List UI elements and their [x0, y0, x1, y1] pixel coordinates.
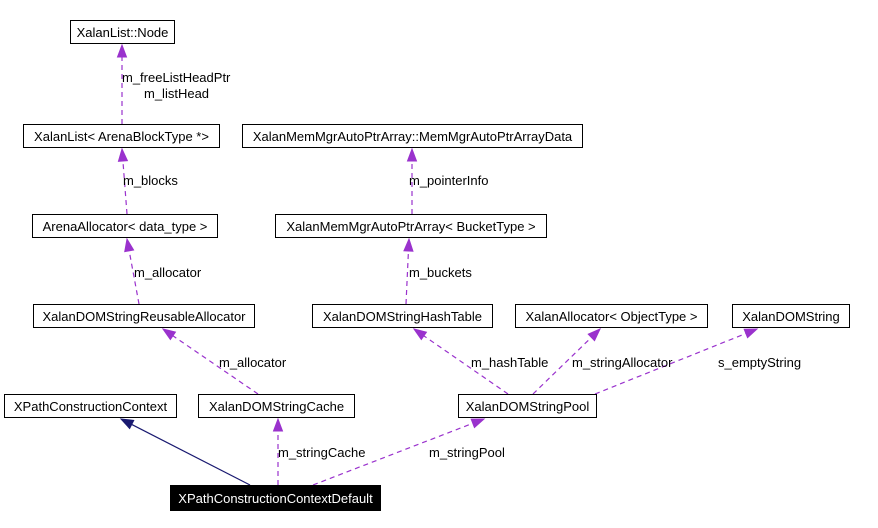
inheritance-edge-arrowhead	[119, 418, 135, 430]
class-node-memmgrautoptrarray[interactable]: XalanMemMgrAutoPtrArray< BucketType >	[275, 214, 547, 238]
usage-edge-arrowhead	[116, 43, 128, 58]
usage-edge-arrowhead	[117, 147, 129, 162]
usage-edge-arrowhead	[412, 328, 428, 341]
usage-edge	[532, 336, 592, 395]
usage-edge-arrowhead	[743, 328, 759, 339]
edge-label-m-allocator-cache: m_allocator	[219, 355, 287, 370]
edge-label-m-blocks: m_blocks	[123, 173, 178, 188]
usage-edge-arrowhead	[272, 417, 284, 432]
edge-label-m-hashtable: m_hashTable	[471, 355, 549, 370]
usage-edge-arrowhead	[161, 328, 177, 341]
class-node-xpathconstructioncontext[interactable]: XPathConstructionContext	[4, 394, 177, 418]
edge-label-s-emptystring: s_emptyString	[718, 355, 802, 370]
edge-label-m-freelistheadptr: m_freeListHeadPtr	[122, 70, 231, 85]
usage-edge	[594, 332, 747, 395]
usage-edge	[128, 250, 140, 305]
class-node-stringcache[interactable]: XalanDOMStringCache	[198, 394, 355, 418]
usage-edge	[172, 335, 259, 395]
class-node-xalanallocator[interactable]: XalanAllocator< ObjectType >	[515, 304, 708, 328]
edge-label-m-stringcache: m_stringCache	[278, 445, 366, 460]
edge-label-m-allocator-arena: m_allocator	[134, 265, 202, 280]
usage-edge-arrowhead	[124, 237, 135, 253]
class-node-xalandomstring[interactable]: XalanDOMString	[732, 304, 850, 328]
usage-edge-arrowhead	[406, 147, 418, 162]
class-node-xpathconstructioncontextdefault-focus: XPathConstructionContextDefault	[170, 485, 381, 511]
class-node-hashtable[interactable]: XalanDOMStringHashTable	[312, 304, 493, 328]
usage-edge	[423, 335, 509, 395]
edge-label-m-stringallocator: m_stringAllocator	[572, 355, 673, 370]
edge-label-m-buckets: m_buckets	[409, 265, 472, 280]
usage-edge	[312, 422, 474, 486]
usage-edge-arrowhead	[587, 328, 602, 342]
inheritance-edge	[131, 423, 251, 486]
edge-label-m-stringpool: m_stringPool	[429, 445, 505, 460]
class-node-xalanlist-arenablocktype[interactable]: XalanList< ArenaBlockType *>	[23, 124, 220, 148]
usage-edge-arrowhead	[470, 418, 486, 429]
class-node-memmgrautoptrarraydata[interactable]: XalanMemMgrAutoPtrArray::MemMgrAutoPtrAr…	[242, 124, 583, 148]
class-node-xalanlist-node[interactable]: XalanList::Node	[70, 20, 175, 44]
edge-label-m-listhead: m_listHead	[144, 86, 210, 101]
class-node-arenaallocator[interactable]: ArenaAllocator< data_type >	[32, 214, 218, 238]
class-node-reusableallocator[interactable]: XalanDOMStringReusableAllocator	[33, 304, 255, 328]
class-node-stringpool[interactable]: XalanDOMStringPool	[458, 394, 597, 418]
usage-edge-arrowhead	[403, 237, 414, 252]
edge-label-m-pointerinfo: m_pointerInfo	[409, 173, 489, 188]
